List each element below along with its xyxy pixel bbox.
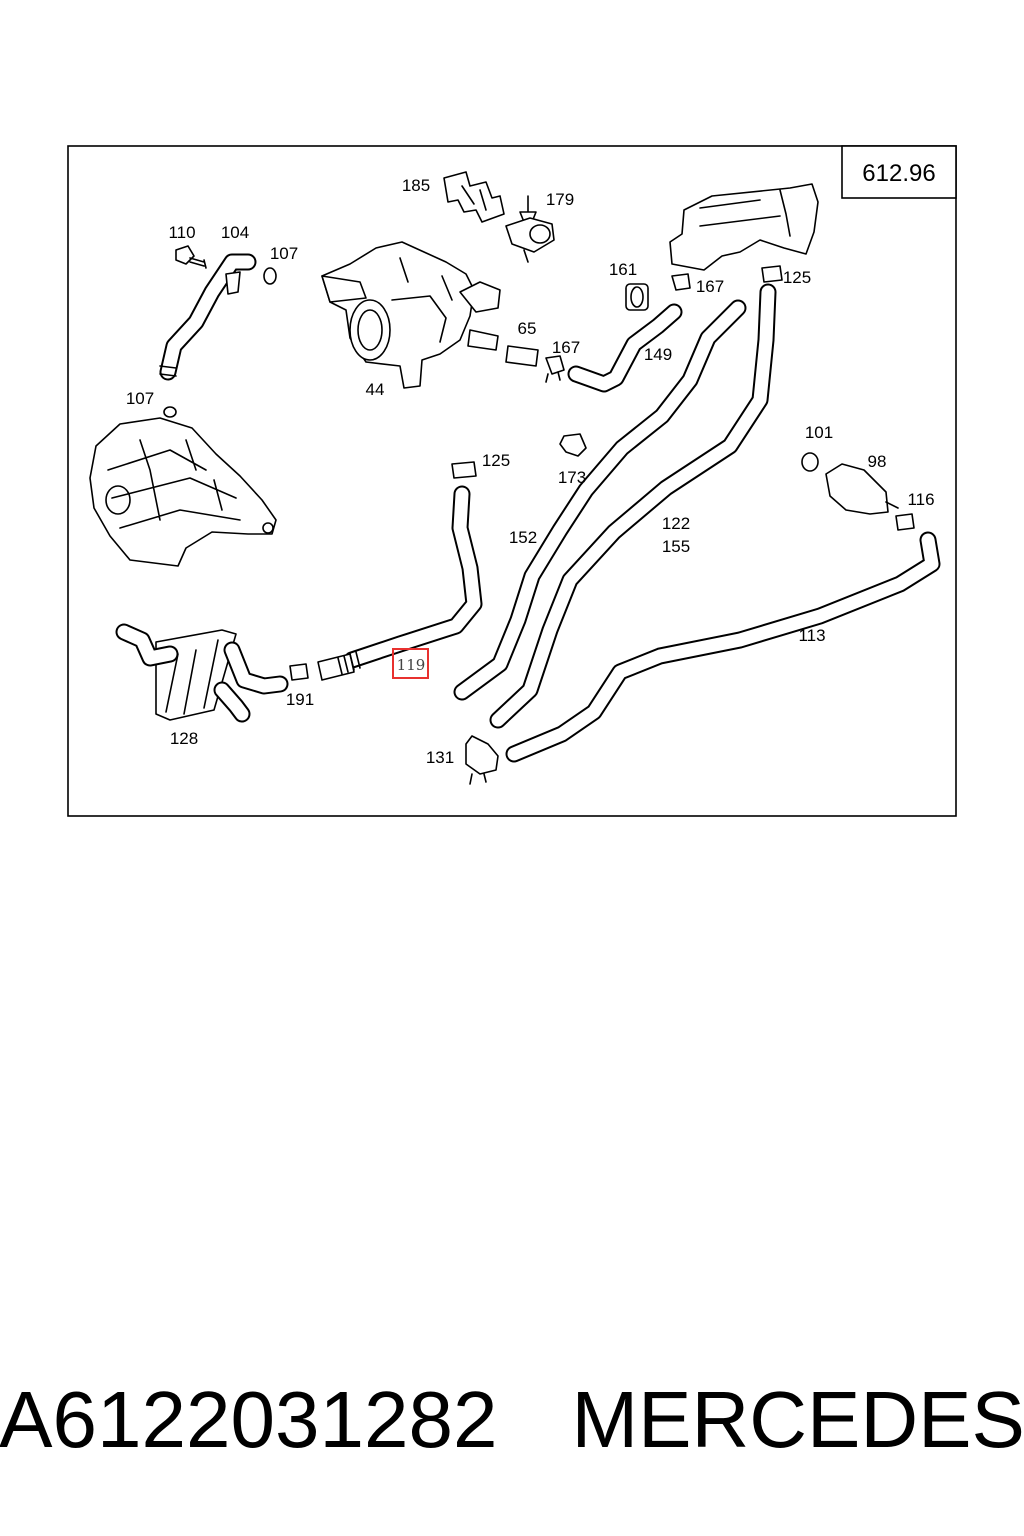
label-65: 65 [518, 319, 537, 338]
part-98-valve [825, 463, 899, 515]
label-125-lower: 125 [482, 451, 510, 470]
part-110-bolt [175, 245, 207, 269]
part-116-clamp [895, 513, 915, 531]
label-167-upper: 167 [696, 277, 724, 296]
label-104: 104 [221, 223, 249, 242]
label-161: 161 [609, 260, 637, 279]
part-128-cooler [115, 623, 289, 723]
label-44: 44 [366, 380, 385, 399]
label-110: 110 [168, 223, 195, 242]
label-101: 101 [805, 423, 833, 442]
part-119-hose [317, 485, 483, 681]
part-149-hose [567, 303, 683, 393]
label-116: 116 [907, 490, 934, 509]
label-179: 179 [546, 190, 574, 209]
part-113-hose [505, 531, 941, 763]
part-107-seal-lower [163, 406, 177, 418]
label-125-upper: 125 [783, 268, 811, 287]
part-152-hose [453, 299, 747, 701]
brand-name: MERCEDES [571, 1375, 1024, 1464]
label-149: 149 [644, 345, 672, 364]
part-125-clamp-upper [761, 265, 783, 283]
label-128: 128 [170, 729, 198, 748]
diagram-frame [67, 145, 957, 817]
label-131: 131 [426, 748, 454, 767]
label-107-upper: 107 [270, 244, 298, 263]
label-152: 152 [509, 528, 537, 547]
label-107-lower: 107 [126, 389, 154, 408]
part-161-seal [625, 283, 649, 311]
part-107-seal-upper [263, 267, 277, 285]
label-173: 173 [558, 468, 586, 487]
label-119: 119 [397, 656, 426, 674]
label-122: 122 [662, 514, 690, 533]
label-185: 185 [402, 176, 430, 195]
diagram-code-box: 612.96 [841, 145, 957, 199]
label-155: 155 [662, 537, 690, 556]
label-113: 113 [798, 626, 825, 645]
highlight-box-119: 119 [392, 648, 429, 679]
part-122-155-hose [489, 283, 777, 729]
part-167-clamp-lower [545, 355, 565, 383]
engine-block [89, 417, 277, 567]
part-167-clamp-upper [671, 273, 691, 291]
part-65-connector [505, 345, 539, 367]
diagram-code: 612.96 [862, 160, 935, 187]
part-number: A6122031282 [0, 1375, 498, 1464]
part-179-valve [505, 195, 555, 263]
label-98: 98 [868, 452, 887, 471]
part-101-seal [801, 452, 819, 472]
part-44-thermostat-housing [321, 241, 501, 389]
part-104-pipe [159, 253, 257, 381]
footer-caption: A6122031282 MERCEDES [0, 1370, 1024, 1470]
parts-diagram: 612.96 [67, 145, 957, 817]
part-185-clip [443, 171, 505, 223]
label-191: 191 [286, 690, 314, 709]
part-131-clip [465, 735, 499, 785]
part-coolant-pipe-upper [669, 183, 819, 271]
part-173-clip [559, 433, 587, 457]
part-191-clamp [289, 663, 309, 681]
label-167-lower: 167 [552, 338, 580, 357]
part-125-clamp-lower [451, 461, 477, 479]
